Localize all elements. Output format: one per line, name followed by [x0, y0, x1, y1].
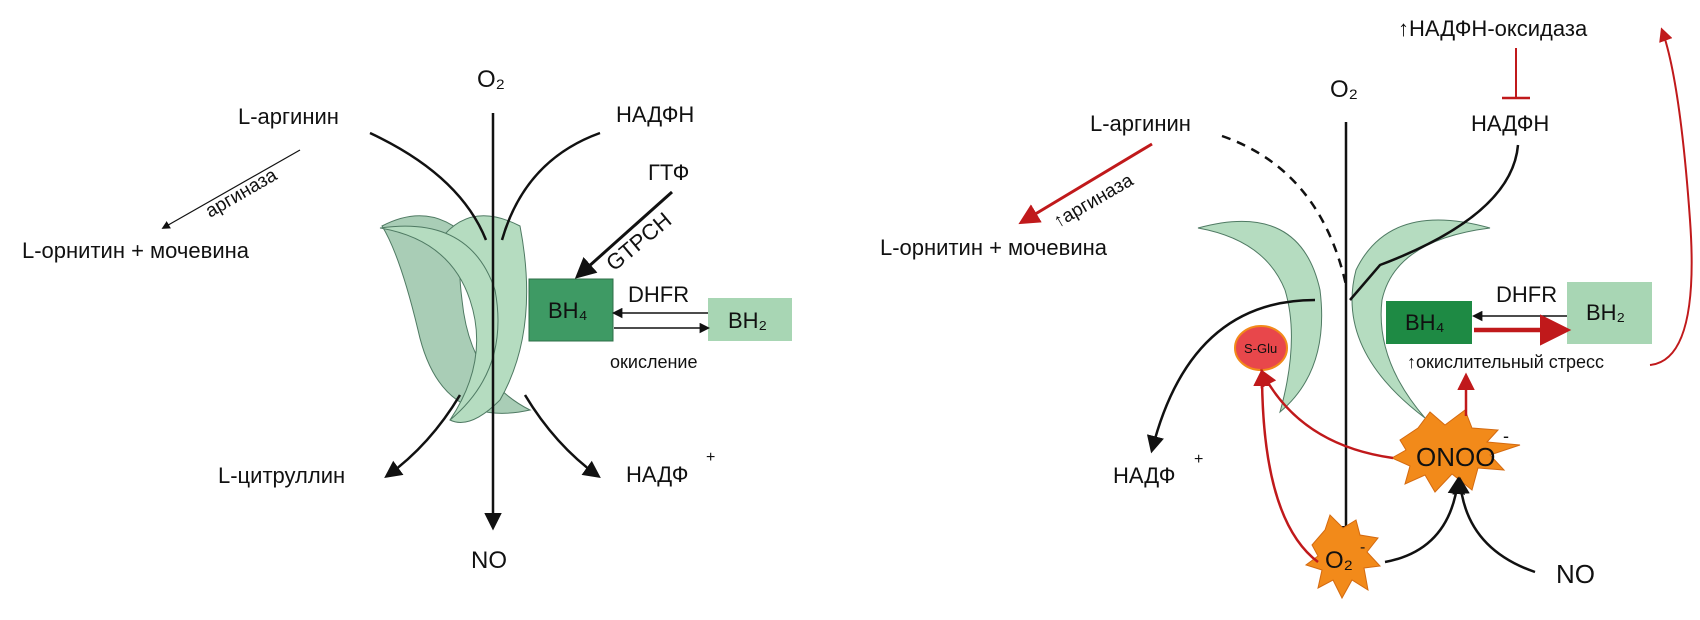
right-dhfr-label: DHFR — [1496, 282, 1557, 307]
right-o2-label: O₂ — [1330, 76, 1358, 103]
right-nadph-oxidase-label: ↑НАДФН-оксидаза — [1398, 16, 1588, 41]
right-nadp-arrow — [1146, 298, 1316, 454]
right-sglu-label: S-Glu — [1244, 341, 1277, 356]
right-onoo-label: ONOO — [1416, 442, 1495, 472]
left-nadp-superscript: + — [706, 449, 715, 466]
right-no-label: NO — [1556, 559, 1595, 589]
left-bh2-label: BH₂ — [728, 308, 767, 333]
left-nadp-arrow — [523, 394, 601, 479]
right-nadp-label: НАДФ — [1113, 463, 1175, 488]
right-crescent-right — [1351, 219, 1491, 419]
right-superoxide-label: O₂ — [1325, 547, 1353, 574]
left-gtp-label: ГТФ — [648, 160, 689, 185]
left-bh4-box — [528, 278, 614, 342]
right-bh4-label: BH₄ — [1405, 310, 1445, 335]
right-ornithine-urea-label: L-орнитин + мочевина — [880, 235, 1108, 260]
left-dhfr-label: DHFR — [628, 282, 689, 307]
left-gtpch-arrow — [574, 190, 673, 279]
right-nadph-label: НАДФН — [1471, 111, 1549, 136]
left-ornithine-urea-label: L-орнитин + мочевина — [22, 238, 250, 263]
right-onoo-superscript: - — [1503, 426, 1509, 446]
left-citrulline-arrow — [384, 394, 462, 479]
right-bh4-box — [1386, 301, 1472, 344]
right-oxidative-stress-label: ↑окислительный стресс — [1407, 352, 1604, 372]
right-feedback-arc — [1649, 27, 1693, 366]
right-arginine-dashed-arc — [1221, 134, 1348, 286]
left-no-label: NO — [471, 547, 507, 574]
right-superoxide-to-sglu-arrow — [1253, 368, 1319, 563]
right-nadp-superscript: + — [1194, 451, 1203, 468]
left-nadp-label: НАДФ — [626, 462, 688, 487]
left-arginase-label: аргиназа — [202, 165, 281, 223]
right-bh2-label: BH₂ — [1586, 300, 1625, 325]
left-bh4-label: BH₄ — [548, 298, 588, 323]
right-panel-uncoupled-enos: ↑НАДФН-оксидаза НАДФН O₂ L-аргинин ↑арги… — [880, 16, 1693, 600]
left-arginine-arc — [369, 131, 488, 241]
left-citrulline-label: L-цитруллин — [218, 463, 345, 488]
left-nadph-label: НАДФН — [616, 102, 694, 127]
right-crescent-left — [1197, 220, 1323, 414]
left-bh2-box — [708, 298, 792, 341]
left-arginase-arrow — [161, 149, 301, 229]
right-no-to-onoo-arrow — [1452, 476, 1536, 574]
right-onoo-to-sglu-arrow — [1260, 368, 1394, 460]
right-bh2-box — [1567, 282, 1652, 344]
left-nadph-arc — [500, 131, 601, 241]
left-gtpch-label: GTPCH — [601, 207, 676, 276]
right-l-arginine-label: L-аргинин — [1090, 111, 1191, 136]
left-l-arginine-label: L-аргинин — [238, 104, 339, 129]
left-oxidation-label: окисление — [610, 352, 697, 372]
left-crescent-main — [379, 225, 499, 421]
right-onoo-star — [1390, 409, 1521, 493]
left-o2-label: O₂ — [477, 66, 505, 93]
left-panel-coupled-enos: O₂ NO L-аргинин НАДФН аргиназа L-орнитин… — [22, 66, 792, 574]
right-superoxide-star — [1304, 514, 1382, 600]
right-superoxide-to-onoo-arrow — [1384, 476, 1466, 564]
right-arginase-arrow — [1018, 142, 1153, 225]
right-superoxide-superscript: - — [1360, 539, 1365, 556]
right-nadph-arc — [1349, 144, 1520, 301]
